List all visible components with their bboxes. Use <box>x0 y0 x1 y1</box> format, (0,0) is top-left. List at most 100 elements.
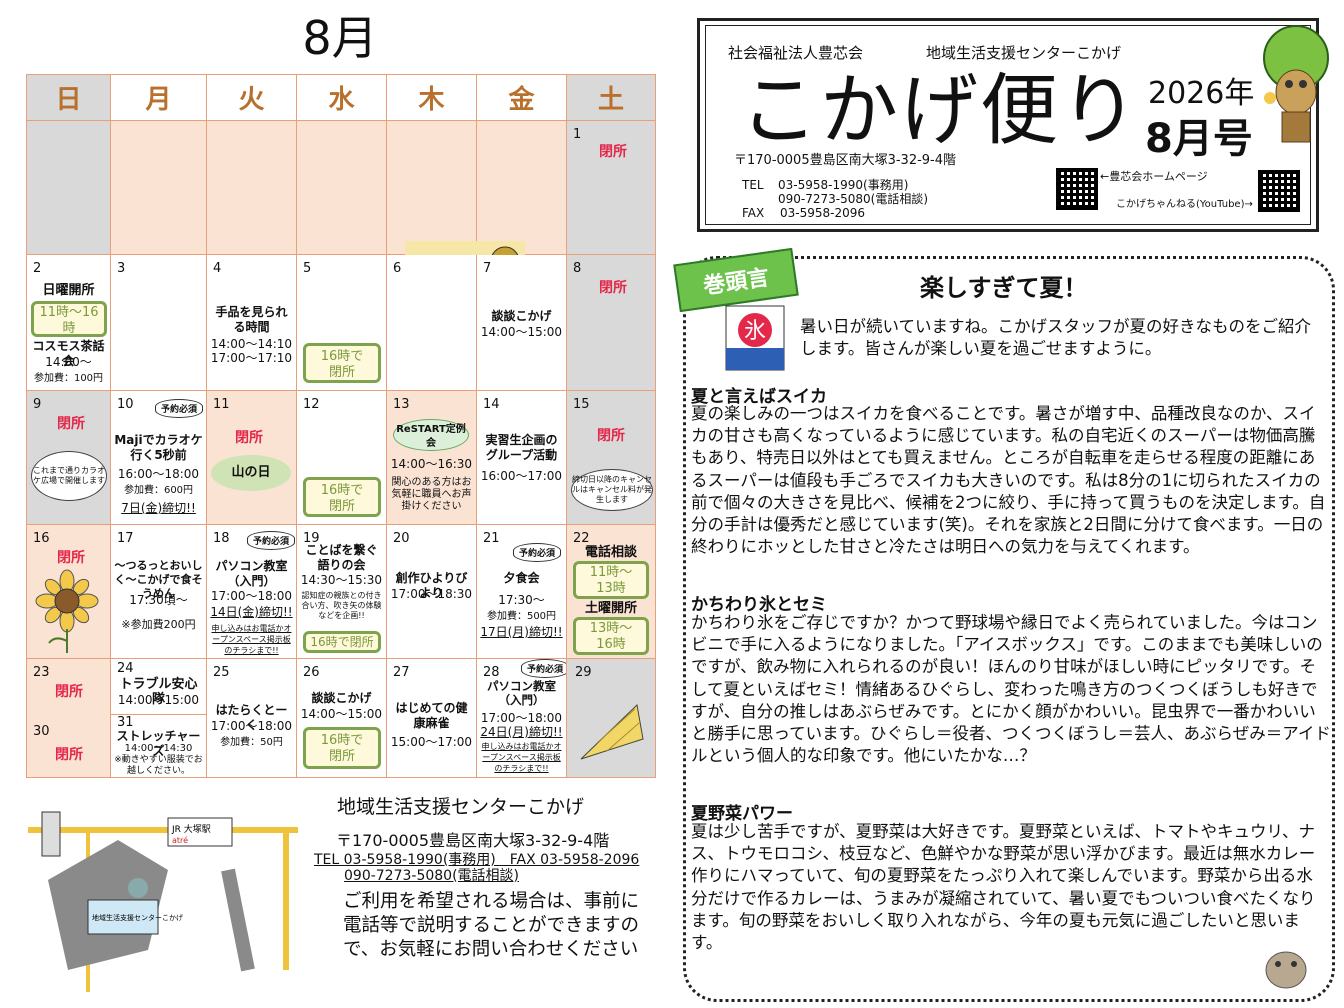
day-number: 28 <box>483 665 500 680</box>
calendar-cell-aug-2: 2 日曜開所 11時～16時 コスモス茶話会 14:00～ 参加費：100円 <box>27 255 111 391</box>
hours-box: 13時～16時 <box>573 617 649 655</box>
day-number: 4 <box>213 261 222 276</box>
center-name: 地域生活支援センターこかげ <box>926 44 1122 62</box>
calendar-cell-aug-30: 30 閉所 <box>27 718 111 777</box>
day-number: 19 <box>303 531 320 546</box>
newsletter-header-frame <box>697 18 1319 232</box>
footer-notice: ご利用を希望される場合は、事前に電話等で説明することができますので、お気軽にお問… <box>343 891 640 960</box>
event-fee: 参加費：500円 <box>486 611 557 622</box>
event-time: 15:00～17:00 <box>390 735 473 749</box>
day-number: 11 <box>213 397 230 412</box>
ice-flag-label: 氷 <box>744 319 766 344</box>
calendar-cell-aug-1: 1 閉所 <box>567 121 655 255</box>
day-number: 2 <box>33 261 42 276</box>
day-number: 31 <box>117 715 134 730</box>
event-time: 17:00～18:30 <box>390 587 473 601</box>
event-time: 14:00～15:00 <box>300 707 383 721</box>
calendar-cell-aug-8: 8 閉所 <box>567 255 655 391</box>
access-map: JR 大塚駅 atré 地域生活支援センターこかげ <box>28 800 298 992</box>
closed-label: 閉所 <box>235 430 263 446</box>
calendar-cell-aug-20: 20 創作ひよりびより 17:00～18:30 <box>387 525 477 659</box>
day-number: 6 <box>393 261 402 276</box>
holiday-label: 山の日 <box>211 455 291 491</box>
day-number: 9 <box>33 397 42 412</box>
shaved-ice-flag-icon: 氷 <box>725 305 785 371</box>
section-heading: 夏野菜パワー <box>691 804 793 824</box>
pineapple-slice-icon <box>580 703 644 760</box>
map-center-label: 地域生活支援センターこかげ <box>92 913 183 922</box>
calendar-cell-aug-7: 7 談談こかげ 14:00～15:00 <box>477 255 567 391</box>
event-time: 16:00～17:00 <box>480 469 563 483</box>
calendar-cell-aug-10: 10 予約必須 Majiでカラオケ行く5秒前 16:00～18:00 参加費：6… <box>111 391 207 525</box>
closed-label: 閉所 <box>599 280 627 296</box>
calendar-cell-empty <box>477 121 567 255</box>
event-time: 17:30～ <box>498 593 545 607</box>
event-time: 14:00～15:00 <box>117 693 200 707</box>
event-title: 談談こかげ <box>491 309 552 323</box>
event-title: トラブル安心隊 <box>119 677 198 707</box>
event-title: 実習生企画のグループ活動 <box>485 433 558 462</box>
calendar-cell-aug-12: 12 16時で閉所 <box>297 391 387 525</box>
event-fee: 参加費：100円 <box>33 373 104 384</box>
event-title: 電話相談 <box>584 545 637 560</box>
calendar-cell-aug-4: 4 手品を見られる時間 14:00～14:10 17:00～17:10 <box>207 255 297 391</box>
calendar-cell-aug-18: 18 予約必須 パソコン教室（入門） 17:00～18:00 14日(金)締切!… <box>207 525 297 659</box>
event-title: コスモス茶話会 <box>32 339 105 368</box>
footer-center-name: 地域生活支援センターこかげ <box>337 796 585 818</box>
newsletter-title: こかげ便り <box>740 66 1141 156</box>
event-deadline: 7日(金)締切!! <box>121 501 196 515</box>
homepage-qr-label: ←豊芯会ホームページ <box>1100 170 1208 183</box>
calendar-cell-aug-13: 13 ReSTART定例会 14:00～16:30 関心のある方はお気軽に職員へ… <box>387 391 477 525</box>
event-deadline: 24日(月)締切!! <box>480 725 563 739</box>
section-paragraph: 夏の楽しみの一つはスイカを食べることです。暑さが増す中、品種改良なのか、スイカの… <box>691 404 1326 557</box>
note-bubble: これまで通りカラオケ広場で開催します <box>31 451 107 501</box>
calendar-cell-aug-3: 3 <box>111 255 207 391</box>
sunflower-icon <box>35 569 99 653</box>
calendar-cell-aug-16: 16 閉所 <box>27 525 111 659</box>
calendar-cell-empty <box>111 121 207 255</box>
day-number: 23 <box>33 665 50 680</box>
event-time: 17:00～17:10 <box>210 351 293 365</box>
youtube-qr-code[interactable] <box>1258 170 1300 212</box>
day-number: 16 <box>33 531 50 546</box>
section-heading: 夏と言えばスイカ <box>691 387 827 407</box>
header-address: 〒170-0005豊島区南大塚3-32-9-4階 <box>734 153 957 168</box>
closed-label: 閉所 <box>57 416 85 432</box>
day-number: 8 <box>573 261 582 276</box>
event-title: ReSTART定例会 <box>393 419 469 451</box>
closed-label: 閉所 <box>55 684 83 700</box>
event-fee: 参加費：50円 <box>220 737 283 748</box>
calendar-cell-aug-28: 28 予約必須 パソコン教室（入門） 17:00～18:00 24日(月)締切!… <box>477 659 567 777</box>
closing-time-box: 16時で閉所 <box>303 727 381 769</box>
calendar-cell-aug-17: 17 ～つるっとおいしく～こかげで食そうめん 17:30頃～ ※参加費200円 <box>111 525 207 659</box>
day-number: 26 <box>303 665 320 680</box>
section-paragraph: 夏は少し苦手ですが、夏野菜は大好きです。夏野菜といえば、トマトやキュウリ、ナス、… <box>691 822 1316 953</box>
tree-mascot-icon <box>1263 25 1329 143</box>
day-number: 3 <box>117 261 126 276</box>
event-time: 14:30～15:30 <box>300 573 383 587</box>
weekday-fri: 金 <box>477 75 567 121</box>
day-number: 7 <box>483 261 492 276</box>
tel-office: 03-5958-1990(事務用) <box>778 178 909 192</box>
day-number: 15 <box>573 397 590 412</box>
closing-time-box: 16時で閉所 <box>303 343 381 383</box>
calendar-cell-aug-9: 9 閉所 これまで通りカラオケ広場で開催します <box>27 391 111 525</box>
event-title: 手品を見られる時間 <box>215 305 288 334</box>
calendar-cell-aug-15: 15 閉所 締切日以降のキャンセルはキャンセル料が発生します <box>567 391 655 525</box>
event-time: 17:00～18:00 <box>210 589 293 603</box>
event-time: 14:00～ <box>45 355 92 369</box>
day-number: 17 <box>117 531 134 546</box>
event-title: はたらくとーく <box>215 703 288 732</box>
youtube-qr-label: こかげちゃんねる(YouTube)→ <box>1116 199 1253 210</box>
event-deadline: 14日(金)締切!! <box>210 605 293 619</box>
calendar-grid: 日 月 火 水 木 金 土 1 閉所 2 日曜開所 11時～16時 コスモス茶話… <box>26 74 656 778</box>
weekday-sat: 土 <box>567 75 655 121</box>
article-title: 楽しすぎて夏！ <box>920 274 1088 302</box>
closed-label: 閉所 <box>599 144 627 160</box>
footer-tel-fax: TEL 03-5958-1990(事務用) FAX 03-5958-2096 <box>314 852 640 868</box>
homepage-qr-code[interactable] <box>1056 168 1098 210</box>
event-title: Majiでカラオケ行く5秒前 <box>114 433 203 462</box>
cicada-mascot-icon <box>1265 951 1307 989</box>
closing-time-box: 16時で閉所 <box>303 631 381 653</box>
newsletter-issue: 8月号 <box>1145 116 1253 162</box>
